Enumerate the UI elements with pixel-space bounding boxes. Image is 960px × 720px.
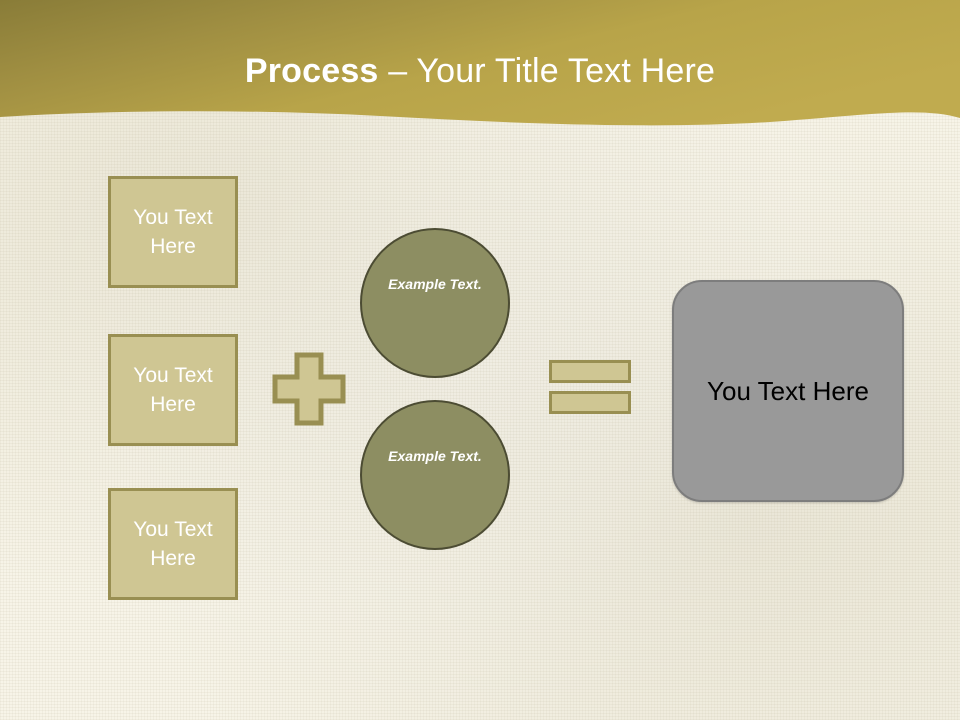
result-box-label: You Text Here	[707, 376, 869, 406]
plus-icon	[272, 352, 346, 426]
page-title: Process – Your Title Text Here	[0, 50, 960, 92]
result-box[interactable]: You Text Here	[672, 280, 904, 502]
input-box-1-label: You Text Here	[133, 206, 213, 258]
page-title-rest: – Your Title Text Here	[378, 52, 716, 90]
input-box-3-label: You Text Here	[133, 518, 213, 570]
circle-2-label: Example Text.	[388, 448, 482, 464]
circle-1-label: Example Text.	[388, 276, 482, 292]
input-box-3[interactable]: You Text Here	[108, 488, 238, 600]
input-box-2[interactable]: You Text Here	[108, 334, 238, 446]
circle-1[interactable]: Example Text.	[360, 228, 510, 378]
circle-2[interactable]: Example Text.	[360, 400, 510, 550]
page-title-strong: Process	[244, 52, 379, 90]
equals-icon	[549, 360, 631, 414]
input-box-2-label: You Text Here	[133, 364, 213, 416]
equals-bar-top	[549, 360, 631, 383]
equals-bar-bottom	[549, 391, 631, 414]
header-band	[0, 0, 960, 140]
input-box-1[interactable]: You Text Here	[108, 176, 238, 288]
